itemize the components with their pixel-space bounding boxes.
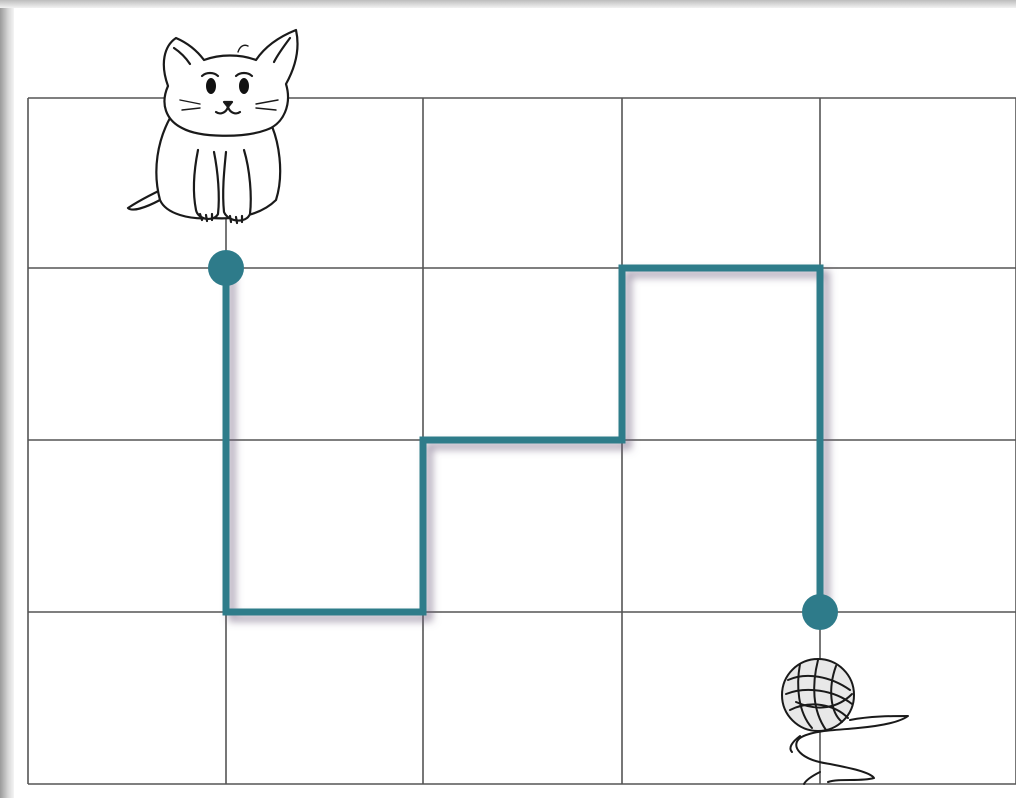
end-node	[802, 594, 838, 630]
start-node	[208, 250, 244, 286]
